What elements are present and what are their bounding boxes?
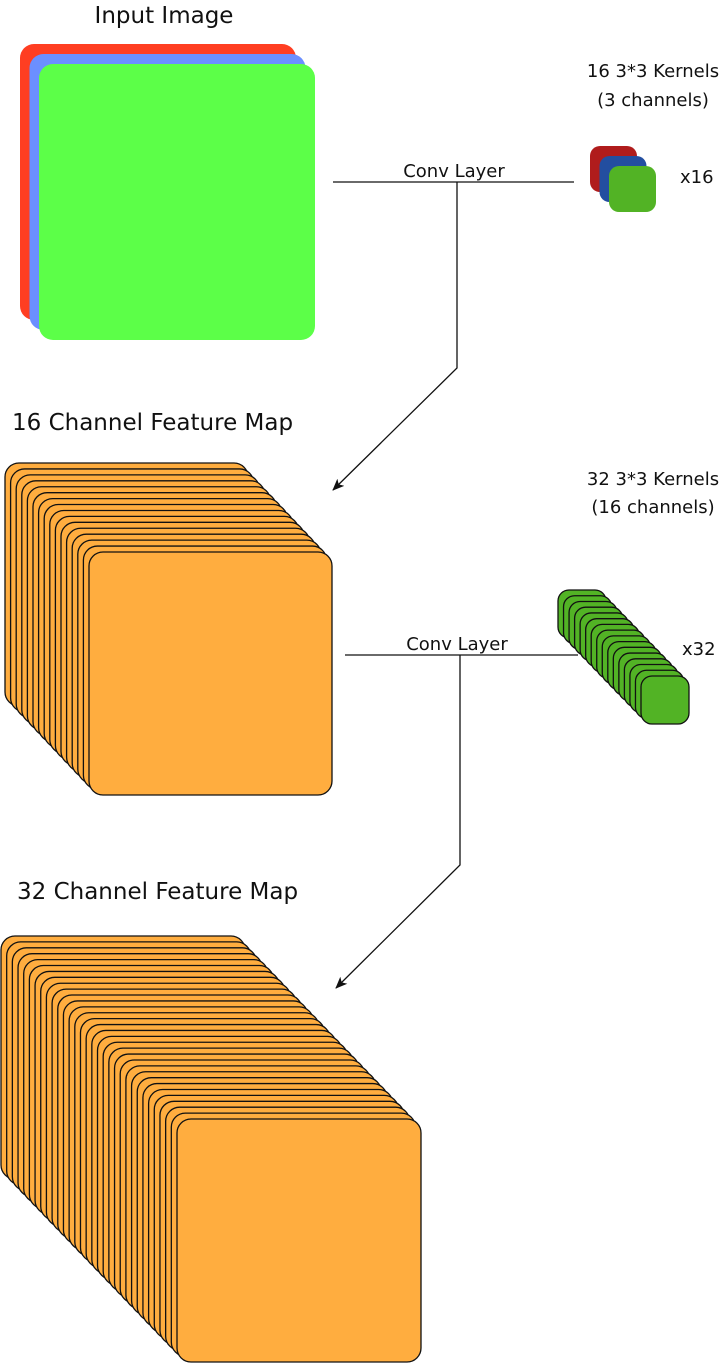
conv2-kernel-channels: (16 channels) [591,497,714,518]
kernel-channel [609,166,656,212]
feature-map-16-title: 16 Channel Feature Map [12,410,293,436]
feature-map-32-stack [0,935,422,1363]
conv1-kernel-stack [590,146,656,212]
conv2-kernel-title: 32 3*3 Kernels [587,469,719,490]
feature-map-channel [88,551,333,796]
feature-map-channel [176,1118,422,1363]
conv-layer-1-label: Conv Layer [403,161,505,182]
conv-layer-1-connector [332,181,574,491]
conv2-kernel-stack [557,589,690,725]
conv-layer-2-label: Conv Layer [406,634,508,655]
feature-map-16-stack [4,462,333,796]
conv1-kernel-channels: (3 channels) [597,90,709,111]
conv2-multiplier: x32 [682,639,716,660]
input-image-title: Input Image [95,3,234,29]
input-image-stack [20,44,315,340]
kernel-layer [640,675,690,725]
input-channel [39,64,315,340]
conv1-multiplier: x16 [680,167,714,188]
conv-layer-2-connector [335,654,578,989]
feature-map-32-title: 32 Channel Feature Map [17,879,298,905]
conv1-kernel-title: 16 3*3 Kernels [587,61,719,82]
